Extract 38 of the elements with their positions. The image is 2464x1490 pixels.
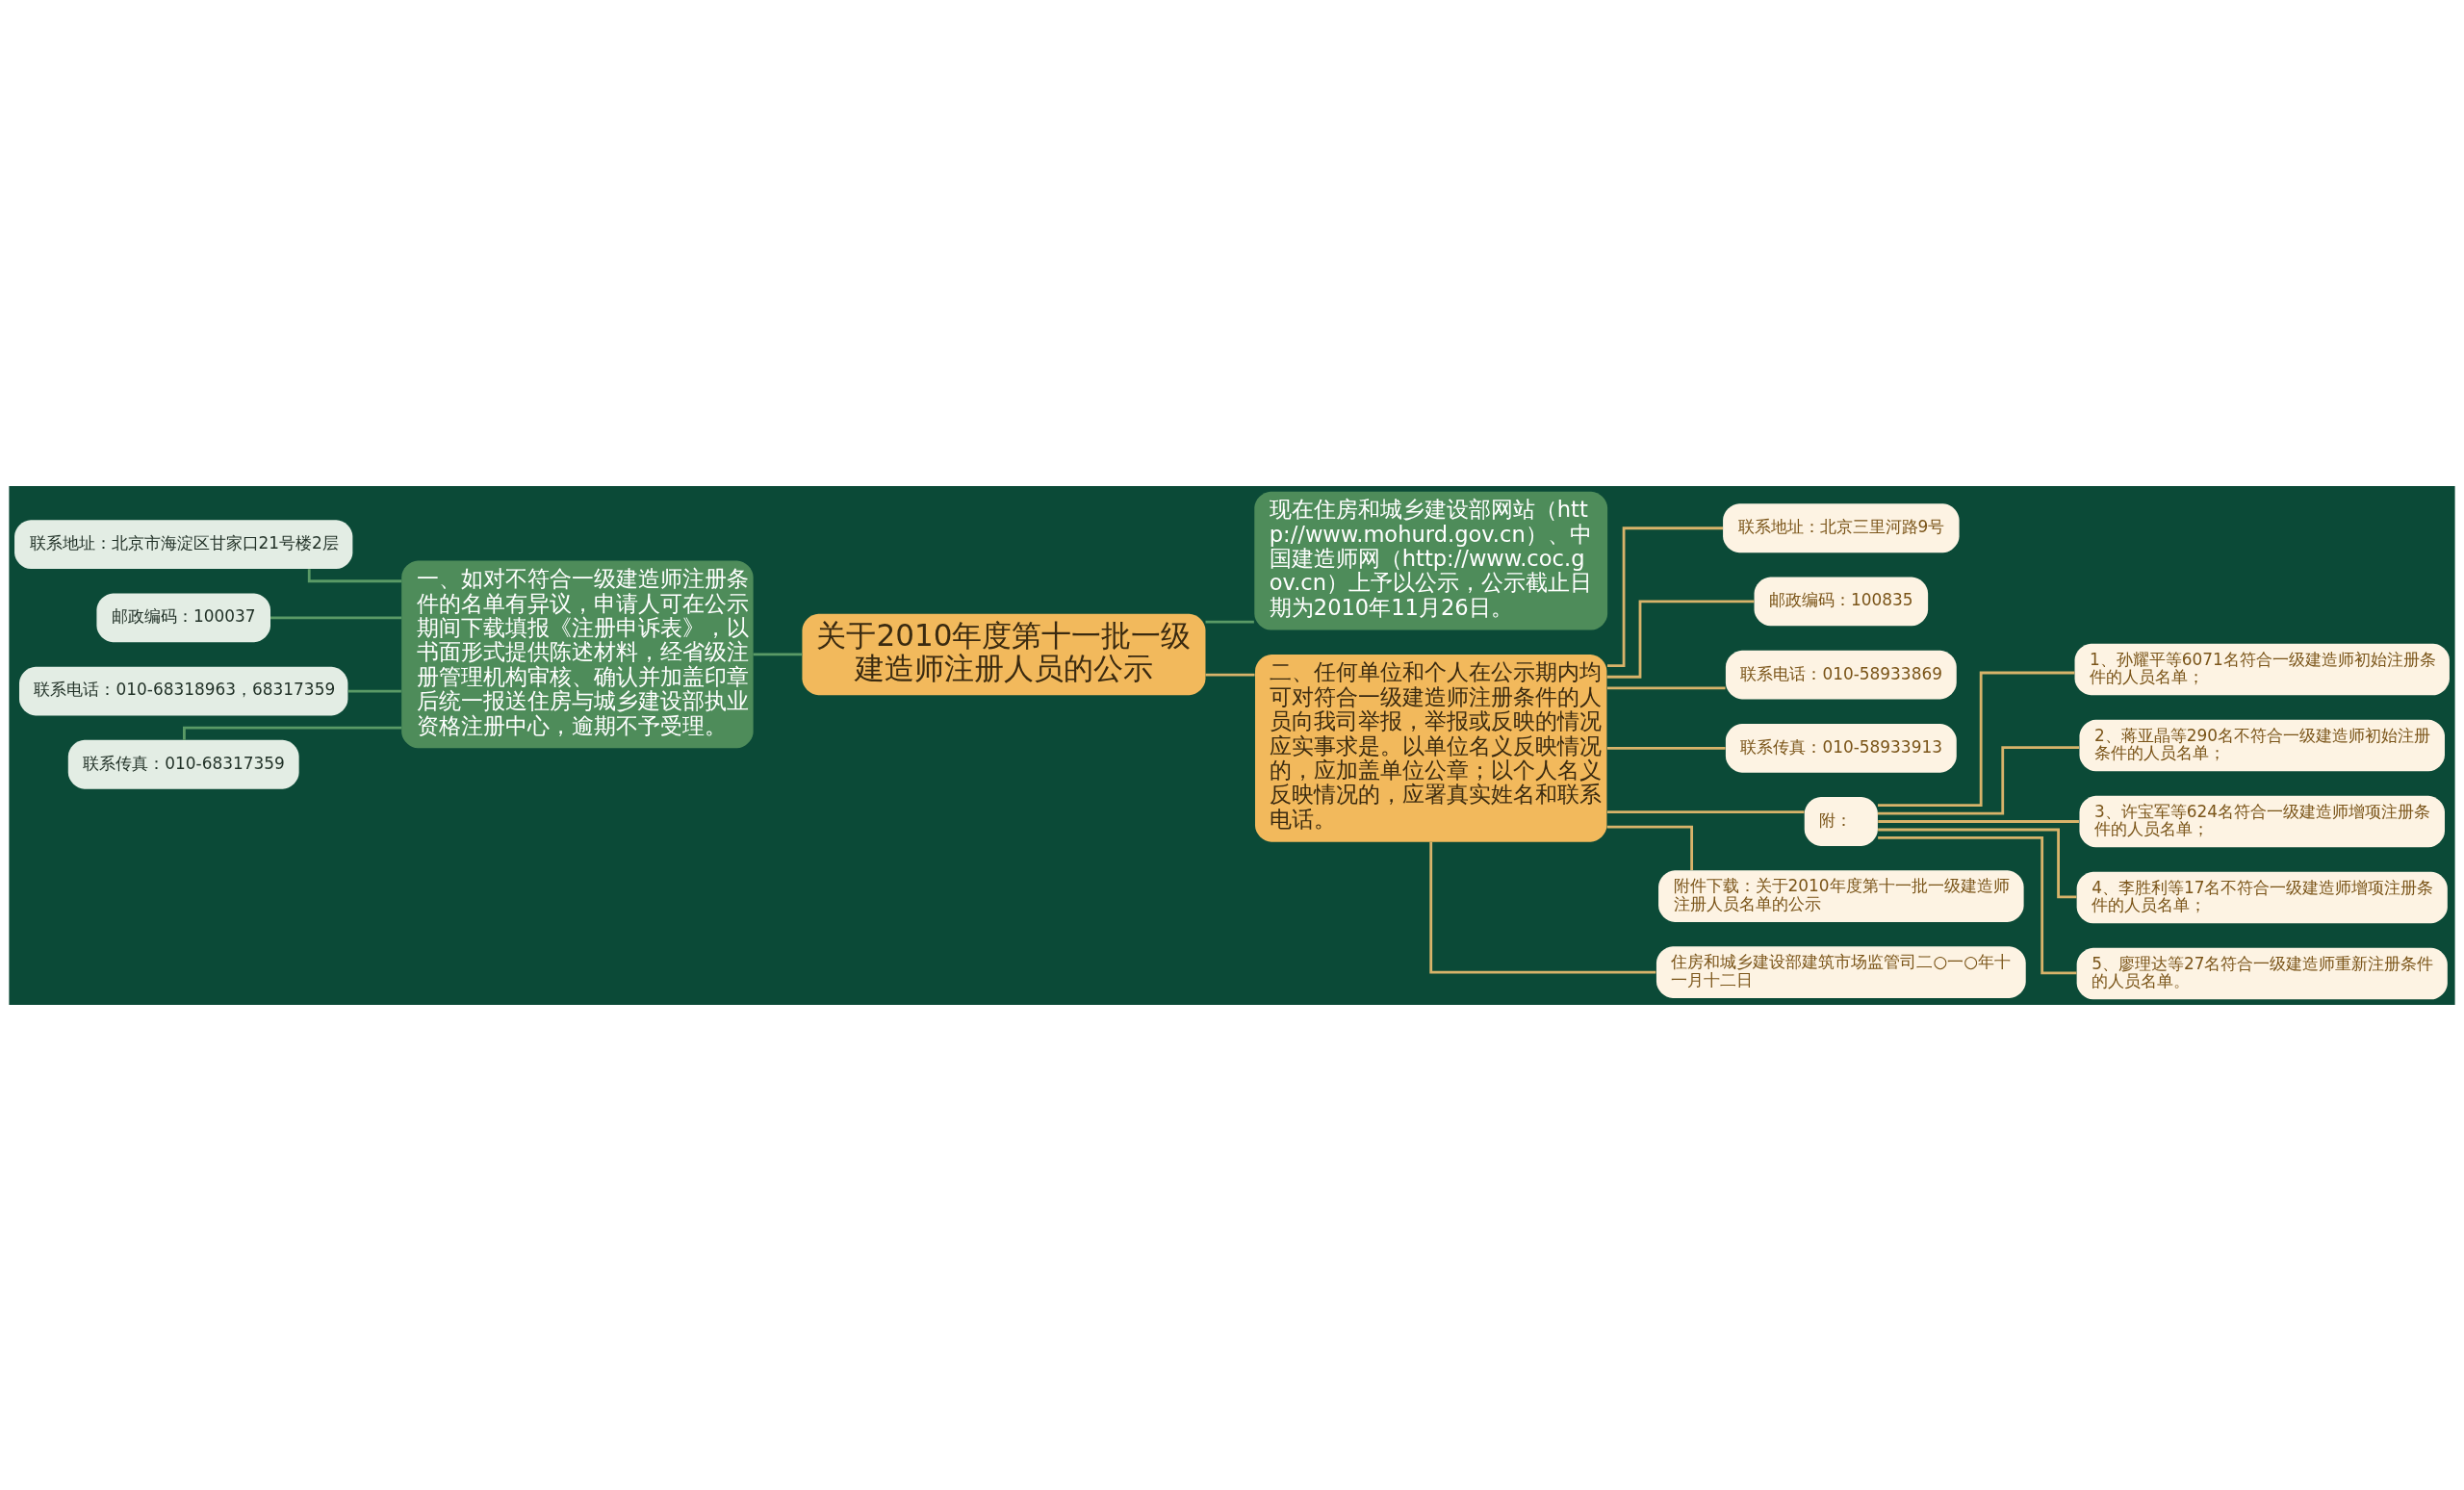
- connector: [753, 653, 803, 655]
- node-box: 关于2010年度第十一批一级建造师注册人员的公示: [802, 613, 1206, 695]
- node-box: 一、如对不符合一级建造师注册条件的名单有异议，申请人可在公示期间下载填报《注册申诉表》，以书面形式提供陈述材料，经省级注册管理机构审核、确认并加盖印章后统一报送住房与城乡建设部执业资格注册中心，逾期不予受理。: [401, 560, 754, 748]
- connector: [1606, 809, 1805, 813]
- connector: [1877, 745, 2080, 814]
- connector: [1878, 828, 2077, 898]
- node-box: 二、任何单位和个人在公示期内均可对符合一级建造师注册条件的人员向我司举报，举报或反映的情况应实事求是。以单位名义反映情况的，应加盖单位公章；以个人名义反映情况的，应署真实姓名和联系电话。: [1255, 654, 1607, 842]
- connector: [1878, 671, 2075, 807]
- node-box: 联系传真：010-68317359: [67, 739, 299, 789]
- node-box: 联系地址：北京市海淀区甘家口21号楼2层: [14, 519, 353, 569]
- node-box: 邮政编码：100835: [1754, 577, 1929, 626]
- connector: [183, 726, 402, 740]
- node-box: 联系地址：北京三里河路9号: [1723, 502, 1960, 552]
- node-box: 1、孙耀平等6071名符合一级建造师初始注册条件的人员名单；: [2074, 643, 2450, 695]
- connector: [1606, 825, 1694, 870]
- node-box: 5、廖理达等27名符合一级建造师重新注册条件的人员名单。: [2076, 947, 2448, 999]
- connector: [1429, 841, 1656, 974]
- node-box: 联系电话：010-68318963，68317359: [19, 666, 348, 715]
- connector: [1607, 526, 1724, 667]
- connector: [347, 689, 401, 692]
- node-box: 现在住房和城乡建设部网站（http://www.mohurd.gov.cn）、中国建造师网（http://www.coc.gov.cn）上予以公示，公示截止日期为2010年11月26日。: [1254, 491, 1608, 630]
- connector: [1205, 673, 1255, 677]
- node-box: 联系传真：010-58933913: [1725, 723, 1957, 773]
- node-box: 2、蒋亚晶等290名不符合一级建造师初始注册条件的人员名单；: [2079, 719, 2445, 771]
- node-box: 联系电话：010-58933869: [1725, 650, 1957, 700]
- connector: [270, 615, 402, 619]
- node-box: 住房和城乡建设部建筑市场监管司二○一○年十一月十二日: [1656, 945, 2026, 998]
- connector: [307, 568, 402, 582]
- connector: [1606, 600, 1755, 679]
- connector: [1878, 819, 2079, 823]
- connector: [1205, 620, 1254, 623]
- connector: [1606, 746, 1726, 750]
- node-box: 3、许宝军等624名符合一级建造师增项注册条件的人员名单；: [2079, 795, 2445, 847]
- node-box: 附：: [1804, 796, 1878, 846]
- node-box: 附件下载：关于2010年度第十一批一级建造师注册人员名单的公示: [1658, 869, 2024, 922]
- node-box: 4、李胜利等17名不符合一级建造师增项注册条件的人员名单；: [2076, 871, 2448, 923]
- node-box: 邮政编码：100037: [96, 592, 270, 642]
- connector: [1606, 686, 1726, 689]
